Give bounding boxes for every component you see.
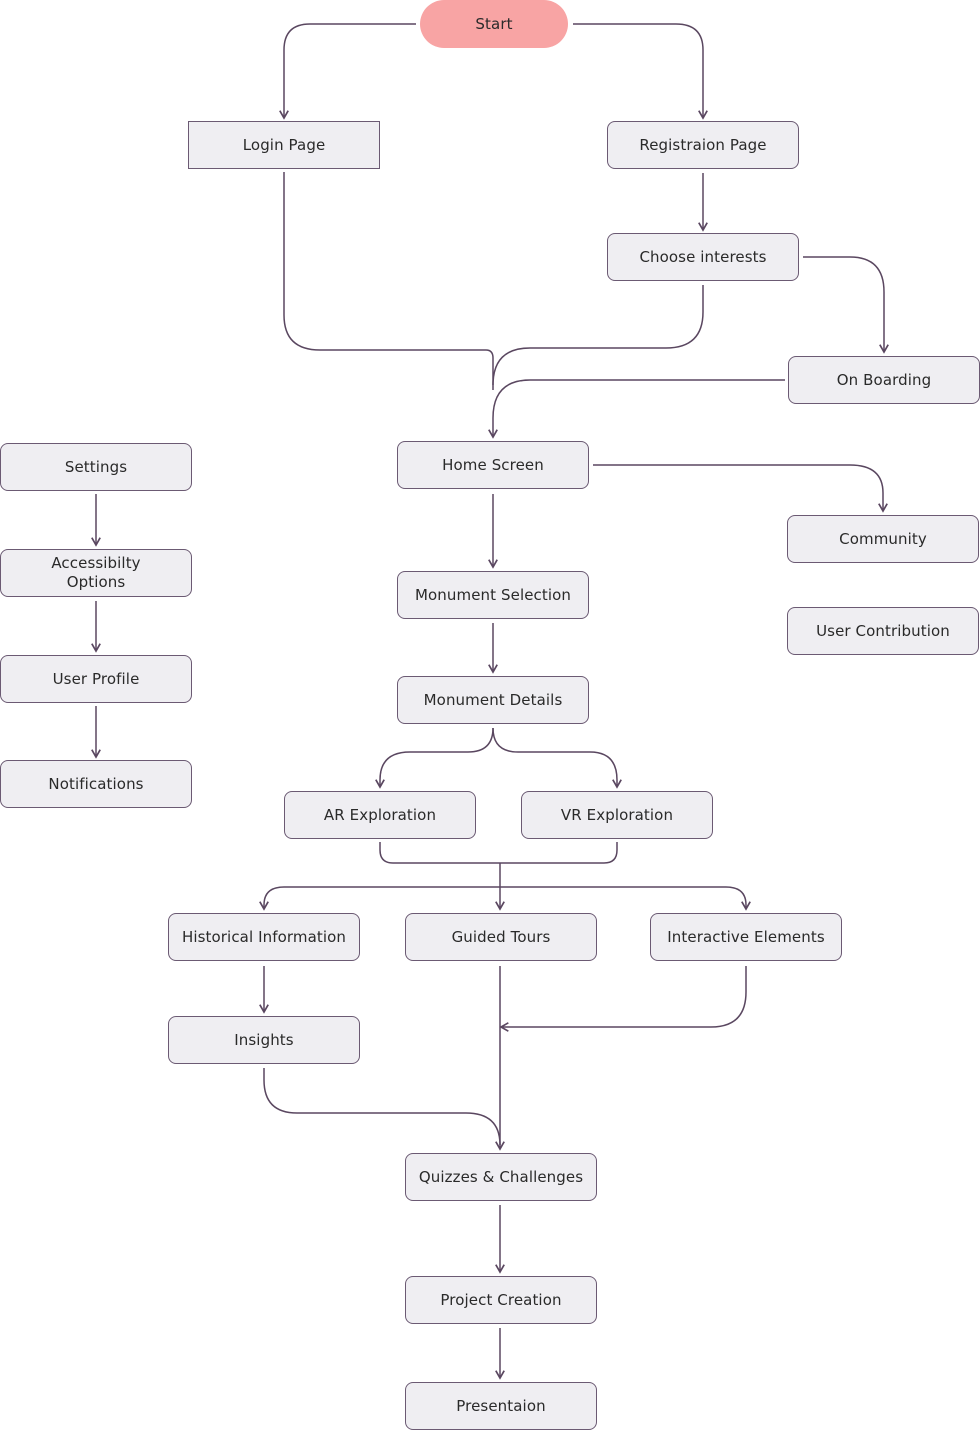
- edge-details-ar: [375, 727, 494, 789]
- project-creation-node: Project Creation: [405, 1276, 597, 1324]
- edge-interests-onboarding: [803, 256, 889, 354]
- edge-onboarding-home: [488, 379, 785, 439]
- monument-selection-node: Monument Selection: [397, 571, 589, 619]
- interactive-elements-node: Interactive Elements: [650, 913, 842, 961]
- edge-home-community: [593, 464, 888, 513]
- registration-page-node: Registraion Page: [607, 121, 799, 169]
- settings-node: Settings: [0, 443, 192, 491]
- community-node: Community: [787, 515, 979, 563]
- start-node: Start: [420, 0, 568, 48]
- insights-node: Insights: [168, 1016, 360, 1064]
- user-contribution-node: User Contribution: [787, 607, 979, 655]
- notifications-node: Notifications: [0, 760, 192, 808]
- edge-merge-historical: [259, 886, 500, 911]
- accessibility-options-node: Accessibilty Options: [0, 549, 192, 597]
- edge-interactive-merge: [499, 966, 747, 1032]
- edge-details-vr: [492, 727, 622, 789]
- edge-interests-home: [492, 285, 704, 386]
- on-boarding-node: On Boarding: [788, 356, 980, 404]
- edge-insights-quizzes: [263, 1068, 501, 1146]
- monument-details-node: Monument Details: [397, 676, 589, 724]
- edge-ar-vr-merge: [379, 842, 618, 864]
- choose-interests-node: Choose interests: [607, 233, 799, 281]
- edge-start-registration: [573, 23, 708, 120]
- historical-information-node: Historical Information: [168, 913, 360, 961]
- edge-start-login: [279, 23, 416, 120]
- vr-exploration-node: VR Exploration: [521, 791, 713, 839]
- user-profile-node: User Profile: [0, 655, 192, 703]
- home-screen-node: Home Screen: [397, 441, 589, 489]
- guided-tours-node: Guided Tours: [405, 913, 597, 961]
- quizzes-challenges-node: Quizzes & Challenges: [405, 1153, 597, 1201]
- presentation-node: Presentaion: [405, 1382, 597, 1430]
- edge-merge-interactive: [500, 886, 751, 911]
- edge-login-home: [283, 172, 494, 390]
- ar-exploration-node: AR Exploration: [284, 791, 476, 839]
- login-page-node: Login Page: [188, 121, 380, 169]
